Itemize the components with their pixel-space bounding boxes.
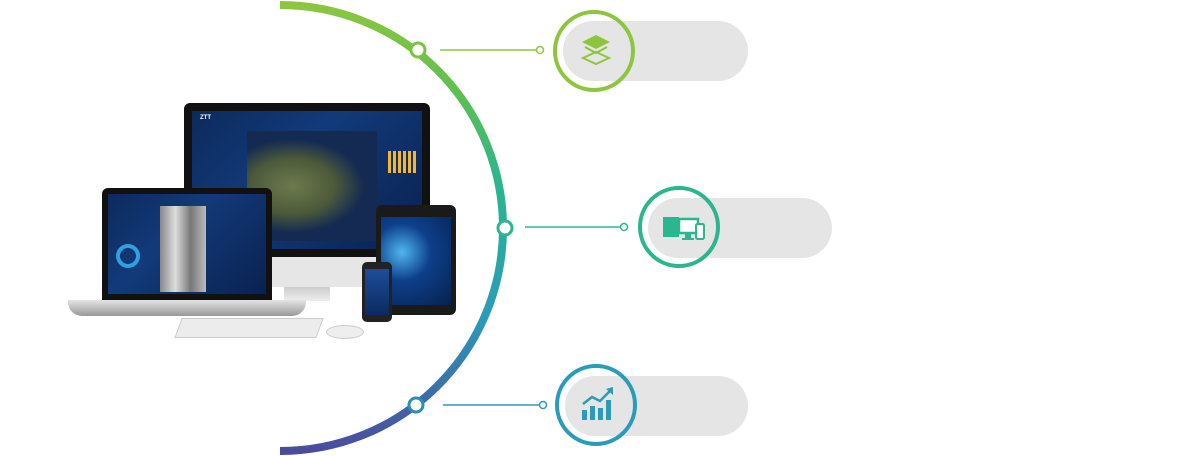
feature-badge-2 xyxy=(638,186,720,268)
brand-logo: ZTT xyxy=(200,115,211,121)
phone xyxy=(362,262,392,322)
devices-icon xyxy=(663,217,705,240)
monitor-stand xyxy=(284,287,330,301)
feature-badge-1 xyxy=(553,10,635,92)
laptop xyxy=(102,188,272,300)
laptop-screen xyxy=(108,194,266,294)
keyboard xyxy=(174,318,324,338)
tablet xyxy=(376,205,456,315)
connector-3 xyxy=(407,396,548,414)
feature-badge-3 xyxy=(555,364,637,446)
phone-screen xyxy=(365,269,389,315)
camera-view xyxy=(160,206,206,292)
connector-1 xyxy=(409,41,545,59)
connector-2 xyxy=(496,219,629,237)
mouse xyxy=(326,325,364,339)
bar-widget xyxy=(388,151,418,173)
growth-chart-icon xyxy=(582,387,613,420)
laptop-base xyxy=(68,300,306,316)
tablet-screen xyxy=(381,217,451,305)
layers-icon xyxy=(580,35,612,65)
donut-widget xyxy=(116,244,140,268)
